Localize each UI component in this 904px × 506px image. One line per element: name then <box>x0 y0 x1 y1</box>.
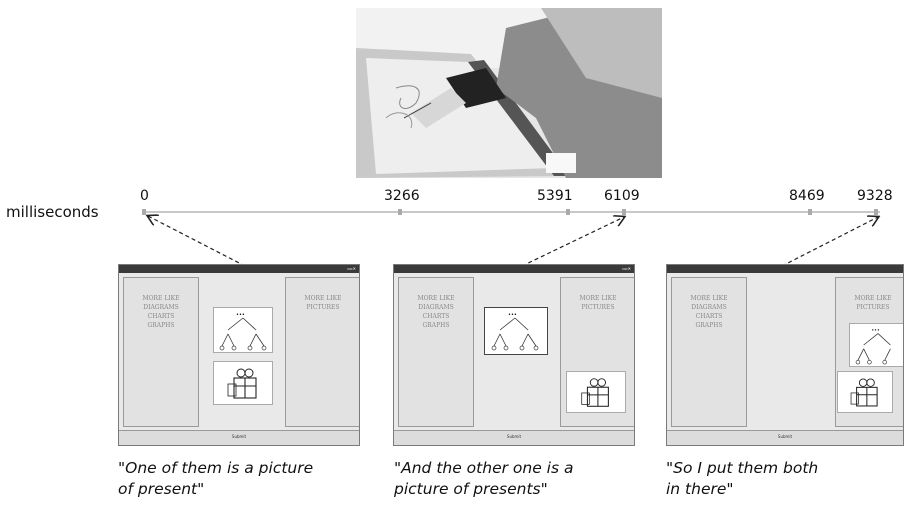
present-picture-card[interactable] <box>566 371 626 413</box>
svg-text:•••: ••• <box>508 312 517 318</box>
window-titlebar: ▫▫✕ <box>119 265 359 273</box>
panel-label: PICTURES <box>306 304 340 311</box>
submit-button[interactable]: Submit <box>506 434 522 439</box>
tick-mark <box>566 209 570 215</box>
panel-label: CHARTS <box>422 313 450 320</box>
tick-label: 6109 <box>604 188 640 204</box>
svg-text:•••: ••• <box>236 312 245 318</box>
tick-label: 9328 <box>857 188 893 204</box>
window-titlebar <box>667 265 903 273</box>
caption-2: "And the other one is a picture of prese… <box>394 458 649 500</box>
window-titlebar: ▫▫✕ <box>394 265 634 273</box>
tick-mark <box>808 209 812 215</box>
window-controls-icon[interactable]: ▫▫✕ <box>347 266 356 271</box>
submit-button[interactable]: Submit <box>231 434 247 439</box>
present-picture-card[interactable] <box>837 371 893 413</box>
caption-line: picture of presents" <box>394 480 548 498</box>
window-bottom-bar: Submit <box>119 430 359 445</box>
tree-diagram-icon: ••• <box>855 329 891 365</box>
window-bottom-bar: Submit <box>394 430 634 445</box>
arrow-to-6109 <box>521 217 624 267</box>
panel-label: MORE LIKE <box>142 295 180 302</box>
app-screenshot-3: MORE LIKE DIAGRAMS CHARTS GRAPHS MORE LI… <box>666 264 904 446</box>
app-screenshot-1: ▫▫✕ MORE LIKE DIAGRAMS CHARTS GRAPHS MOR… <box>118 264 360 446</box>
window-controls-icon[interactable]: ▫▫✕ <box>622 266 631 271</box>
panel-label: MORE LIKE <box>579 295 617 302</box>
diagrams-panel[interactable]: MORE LIKE DIAGRAMS CHARTS GRAPHS <box>398 277 474 427</box>
panel-label: DIAGRAMS <box>143 304 179 311</box>
diagrams-panel[interactable]: MORE LIKE DIAGRAMS CHARTS GRAPHS <box>671 277 747 427</box>
present-icon <box>850 378 878 407</box>
diagram-card[interactable]: ••• <box>213 307 273 353</box>
diagram-card-dragged[interactable]: ••• <box>484 307 548 355</box>
app-screenshot-2: ▫▫✕ MORE LIKE DIAGRAMS CHARTS GRAPHS MOR… <box>393 264 635 446</box>
tick-label: 5391 <box>537 188 573 204</box>
panel-label: GRAPHS <box>695 322 723 329</box>
arrow-to-0 <box>148 216 246 267</box>
panel-label: CHARTS <box>147 313 175 320</box>
tree-diagram-icon: ••• <box>491 312 539 351</box>
caption-line: of present" <box>118 480 205 498</box>
tick-mark <box>874 209 878 215</box>
user-pen-photo <box>356 8 662 178</box>
panel-label: PICTURES <box>856 304 890 311</box>
tick-mark <box>398 209 402 215</box>
submit-button[interactable]: Submit <box>777 434 793 439</box>
caption-line: in there" <box>666 480 734 498</box>
caption-1: "One of them is a picture of present" <box>118 458 373 500</box>
svg-text:•••: ••• <box>871 329 880 334</box>
tick-mark <box>622 209 626 215</box>
tick-label: 0 <box>140 188 149 204</box>
tree-diagram-icon: ••• <box>219 312 267 351</box>
tick-label: 8469 <box>789 188 825 204</box>
panel-label: PICTURES <box>581 304 615 311</box>
pictures-panel[interactable]: MORE LIKE PICTURES <box>285 277 359 427</box>
present-icon <box>227 368 257 399</box>
panel-label: MORE LIKE <box>304 295 342 302</box>
panel-label: DIAGRAMS <box>418 304 454 311</box>
caption-line: "And the other one is a <box>394 459 574 477</box>
tick-mark <box>142 209 146 215</box>
caption-3: "So I put them both in there" <box>666 458 896 500</box>
panel-label: GRAPHS <box>147 322 175 329</box>
caption-line: "One of them is a picture <box>118 459 314 477</box>
tick-label: 3266 <box>384 188 420 204</box>
diagram-card[interactable]: ••• <box>849 323 903 367</box>
panel-label: GRAPHS <box>422 322 450 329</box>
present-picture-card[interactable] <box>213 361 273 405</box>
panel-label: MORE LIKE <box>854 295 892 302</box>
panel-label: MORE LIKE <box>690 295 728 302</box>
diagrams-panel[interactable]: MORE LIKE DIAGRAMS CHARTS GRAPHS <box>123 277 199 427</box>
panel-label: DIAGRAMS <box>691 304 727 311</box>
arrow-to-9328 <box>781 217 878 267</box>
panel-label: MORE LIKE <box>417 295 455 302</box>
axis-unit-label: milliseconds <box>6 203 99 221</box>
window-bottom-bar: Submit <box>667 430 903 445</box>
present-icon <box>581 378 609 407</box>
panel-label: CHARTS <box>695 313 723 320</box>
caption-line: "So I put them both <box>666 459 819 477</box>
